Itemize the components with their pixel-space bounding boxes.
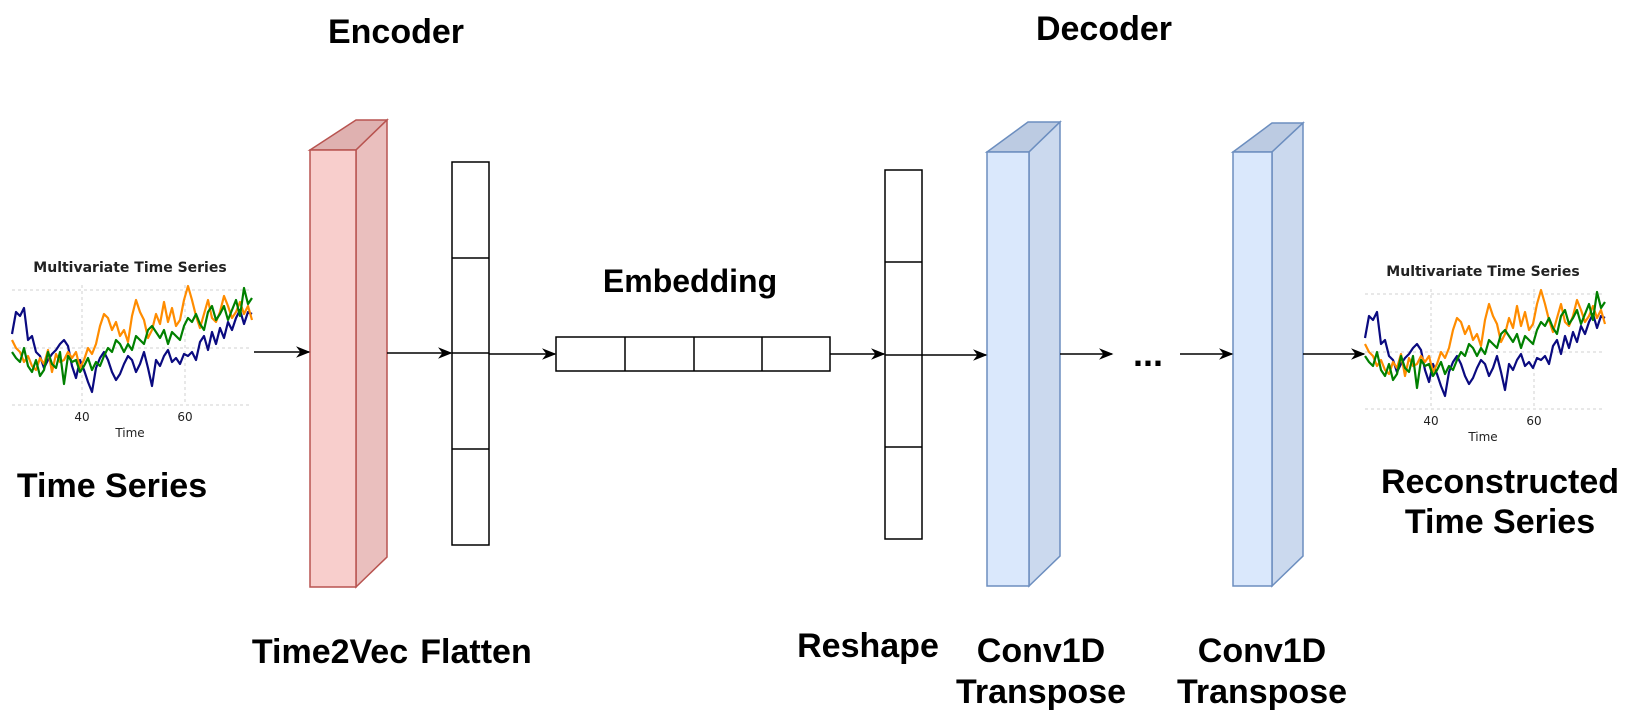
reconstructed-label-line1: Reconstructed: [1381, 463, 1619, 501]
conv2-front-face: [1232, 151, 1273, 587]
embedding-label: Embedding: [603, 263, 777, 299]
input-plot-xlabel: Time: [114, 426, 144, 440]
input-plot-title: Multivariate Time Series: [33, 260, 226, 276]
decoder-heading: Decoder: [1036, 10, 1172, 48]
conv1d-transpose-block-2: [1230, 121, 1305, 588]
output-time-series-plot: Multivariate Time Series 40 60 Time: [1363, 264, 1607, 444]
input-series-orange: [11, 284, 254, 374]
flatten-block: [451, 161, 490, 546]
input-plot-series: [10, 284, 254, 394]
time2vec-front-face: [309, 149, 357, 588]
output-plot-tick-60: 60: [1526, 414, 1541, 428]
output-plot-series: [1363, 288, 1607, 398]
input-plot-tick-40: 40: [74, 410, 89, 424]
encoder-heading: Encoder: [328, 13, 464, 51]
flatten-label: Flatten: [420, 633, 531, 671]
output-series-navy: [1363, 310, 1606, 398]
time-series-label: Time Series: [17, 467, 207, 505]
input-time-series-plot: Multivariate Time Series 40 60 Time: [10, 260, 254, 440]
time2vec-label: Time2Vec: [252, 633, 408, 671]
input-series-navy: [10, 306, 253, 394]
flow-arrows: [254, 346, 1366, 361]
conv1-label-line1: Conv1D: [977, 632, 1105, 670]
output-plot-tick-40: 40: [1423, 414, 1438, 428]
input-series-green: [11, 286, 253, 386]
output-plot-title: Multivariate Time Series: [1386, 264, 1579, 280]
conv1-front-face: [986, 151, 1030, 587]
time2vec-block: [307, 118, 389, 589]
input-plot-tick-60: 60: [177, 410, 192, 424]
reconstructed-label-line2: Time Series: [1405, 503, 1595, 541]
output-series-orange: [1364, 288, 1607, 378]
time2vec-side-face: [355, 118, 388, 589]
embedding-vector: [555, 336, 831, 372]
conv1-label-line2: Transpose: [956, 673, 1126, 711]
conv1d-transpose-block-1: [984, 120, 1062, 588]
reshape-block: [884, 169, 923, 540]
reshape-label: Reshape: [797, 627, 939, 665]
output-plot-xlabel: Time: [1467, 430, 1497, 444]
conv2-side-face: [1271, 121, 1304, 588]
output-series-green: [1364, 290, 1606, 390]
conv2-label-line2: Transpose: [1177, 673, 1347, 711]
conv2-label-line1: Conv1D: [1198, 632, 1326, 670]
conv1-side-face: [1028, 120, 1061, 588]
ellipsis-label: ...: [1133, 333, 1163, 374]
